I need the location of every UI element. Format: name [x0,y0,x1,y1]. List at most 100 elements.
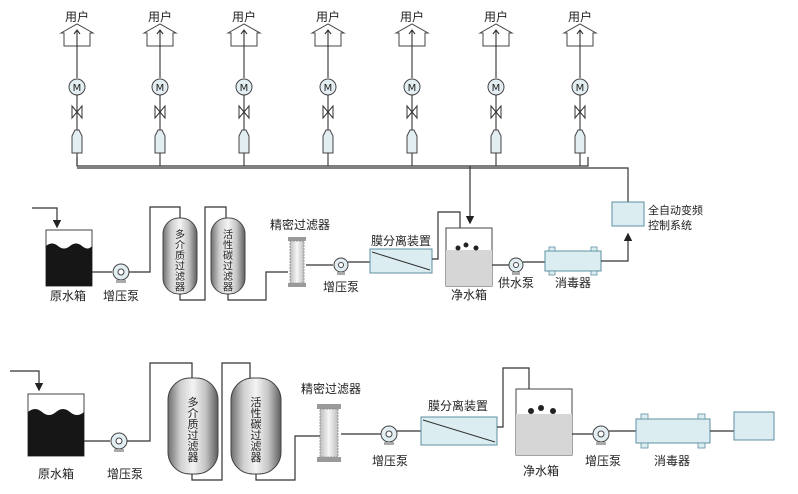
control-label-line2: 控制系统 [648,218,692,232]
filter-label-char: 过 [223,260,233,273]
control-label-line1: 全自动变频 [648,203,703,217]
meter-symbol: M [156,83,165,94]
filter-label-char: 滤 [188,440,199,453]
flow-arrow-icon [576,29,584,35]
filter-label-char: 滤 [223,270,233,283]
precision-filter-label-1: 精密过滤器 [270,217,330,232]
booster-pump-label-2b: 增压泵 [372,454,408,468]
flow-arrow-icon [240,29,248,35]
inlet-arrow-1 [32,207,62,229]
check-valve-icon [406,129,418,154]
booster-pump-label-1b: 增压泵 [323,280,359,294]
booster-pump-2 [110,432,128,452]
raw-tank-label-1: 原水箱 [50,288,86,303]
membrane-unit-1 [369,248,433,274]
filter-label-char: 活 [251,396,262,409]
filter-label-char: 过 [175,260,185,273]
filter-label-char: 滤 [175,270,185,283]
filter-label-char: 器 [188,451,199,464]
flow-arrow-icon [73,29,81,35]
raw-water-tank-1 [45,229,93,287]
valve-icon [574,104,586,120]
precision-filter-label-2: 精密过滤器 [301,381,361,396]
booster-pump-1 [112,263,130,283]
valve-icon [322,104,334,120]
filter-label-char: 性 [251,406,262,420]
pipe-mmf-acf-2 [191,362,251,481]
flow-arrow-icon [408,29,416,35]
control-system-box [611,201,645,227]
inlet-arrow-2 [10,370,44,392]
filter-label-char: 滤 [251,440,262,453]
valve-icon [490,104,502,120]
supply-pump-label: 供水泵 [498,276,534,290]
valve-icon [154,104,166,120]
meter-symbol: M [73,83,82,94]
user-column-1: 用户 M [59,9,95,166]
user-label: 用户 [400,9,424,24]
booster-pump-2c [592,425,610,445]
user-column-2: 用户 M [142,9,178,166]
meter-symbol: M [492,83,501,94]
filter-label-char: 过 [251,429,262,442]
filter-label-char: 多 [175,228,185,241]
pipe-mmf-acf-1 [179,206,227,301]
user-label: 用户 [316,9,340,24]
membrane-label-2: 膜分离装置 [428,398,488,413]
filter-label-char: 过 [188,429,199,442]
user-column-7: 用户M [562,9,598,166]
valve-icon [238,104,250,120]
pipe-pump-mmf-1 [129,206,181,273]
check-valve-icon [574,129,586,154]
filter-label-char: 介 [175,240,185,252]
clean-tank-label-1: 净水箱 [451,287,487,302]
user-label: 用户 [148,9,172,24]
valve-icon [406,104,418,120]
pipe-pump-mmf-2 [127,362,193,442]
membrane-label-1: 膜分离装置 [371,233,431,248]
valve-icon [71,104,83,120]
sterilizer-label-2: 消毒器 [654,454,690,468]
booster-pump-label-2c: 增压泵 [585,454,621,468]
user-column-6: 用户 M [478,9,514,166]
user-column-4: 用户 M [310,9,346,166]
filter-label-char: 活 [223,229,233,241]
booster-pump-label-1: 增压泵 [103,289,139,303]
multimedia-filter-2 [167,377,219,475]
filter-label-char: 多 [188,395,199,409]
sterilizer-label-1: 消毒器 [555,276,591,290]
user-label: 用户 [484,9,508,24]
filter-label-char: 器 [175,282,185,294]
pipe-acf-pf-2 [255,435,320,481]
user-header-pipe [76,157,589,167]
filter-label-char: 介 [188,407,199,420]
filter-label-char: 质 [175,250,185,262]
pipe-membrane-tank-2 [497,367,530,428]
sterilizer-1 [544,246,602,276]
pipe-membrane-tank-1 [432,211,461,260]
user-label: 用户 [232,9,256,24]
user-label: 用户 [65,9,89,24]
raw-tank-label-2: 原水箱 [38,466,74,481]
clean-water-tank-2 [515,388,573,456]
sterilizer-2 [635,413,711,449]
user-column-3: 用户 M [226,9,262,166]
check-valve-icon [238,129,250,154]
raw-water-tank-2 [27,393,85,457]
flow-arrow-icon [492,29,500,35]
pipe-sterilizer-control [601,232,633,262]
check-valve-icon [154,129,166,154]
filter-label-char: 碳 [223,249,233,262]
membrane-unit-2 [420,416,498,446]
booster-pump-2b [380,425,398,445]
flow-arrow-icon [156,29,164,35]
check-valve-icon [322,129,334,154]
filter-label-char: 碳 [251,417,262,431]
meter-symbol: M [240,83,249,94]
user-header-pipe-2 [77,167,629,202]
meter-symbol: M [324,83,333,94]
supply-pump [508,257,524,275]
